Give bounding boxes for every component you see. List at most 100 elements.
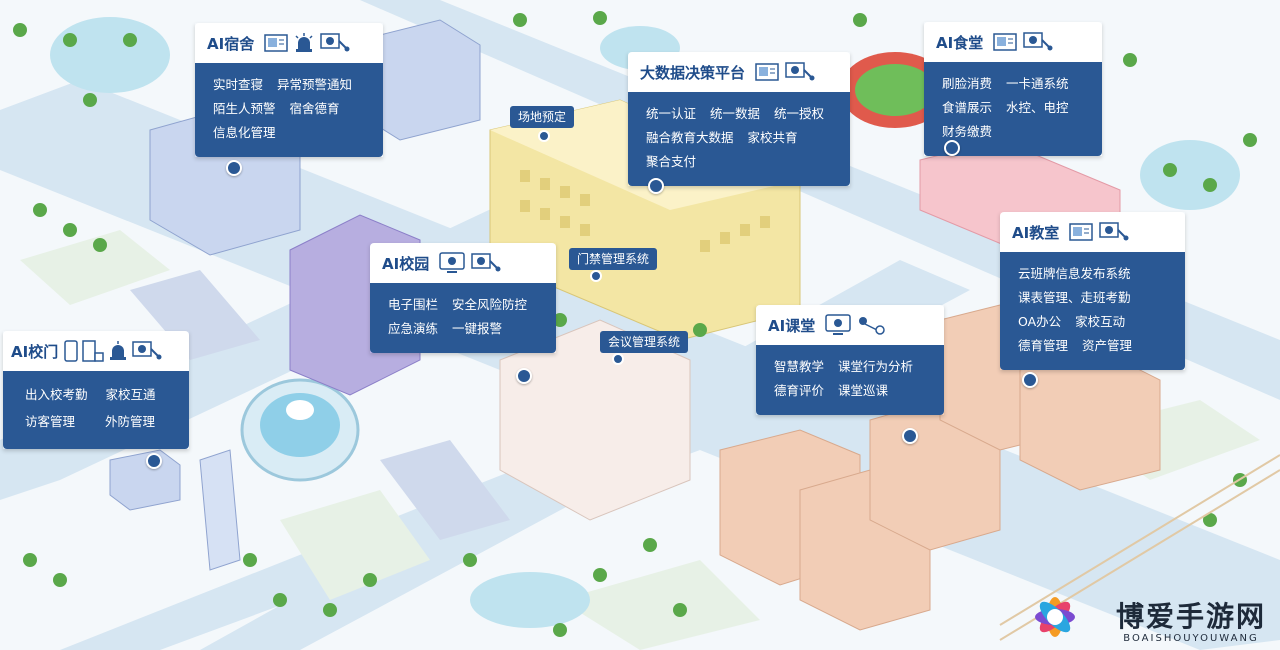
panel-ai-classroom[interactable]: AI教室 云班牌信息发布系统 课表管理、走班考勤 OA办公家校互动 德育管理资产… [1000, 212, 1185, 370]
panel-ai-canteen-title: AI食堂 [936, 33, 984, 52]
tag-pin [612, 353, 624, 365]
panel-ai-lesson-body: 智慧教学课堂行为分析 德育评价课堂巡课 [756, 345, 944, 415]
panel-ai-lesson-title: AI课堂 [768, 316, 816, 335]
meeting-building [499, 319, 691, 521]
panel-ai-campus-body: 电子围栏安全风险防控 应急演练一键报警 [370, 283, 556, 353]
brand-name: 博爱手游网 [1115, 600, 1266, 633]
location-pin [516, 368, 532, 384]
feature-item: 云班牌信息发布系统 [1018, 266, 1131, 281]
feature-item: 应急演练 [388, 321, 439, 336]
panel-bigdata[interactable]: 大数据决策平台 统一认证统一数据统一授权 融合教育大数据家校共育 聚合支付 [628, 52, 850, 186]
feature-item: 课表管理、走班考勤 [1018, 290, 1131, 305]
panel-ai-gate-header: AI校门 [3, 331, 189, 371]
panel-row: 实时查寝异常预警通知 [213, 73, 365, 97]
feature-item: 信息化管理 [213, 125, 276, 140]
alarm-light-icon [295, 33, 313, 52]
feature-item: 资产管理 [1082, 338, 1133, 353]
tag-access-control[interactable]: 门禁管理系统 [569, 248, 658, 270]
feature-item: 德育评价 [774, 383, 825, 398]
feature-item: OA办公 [1018, 314, 1062, 329]
location-pin [1022, 372, 1038, 388]
feature-item: 统一认证 [646, 106, 697, 121]
panel-ai-classroom-title: AI教室 [1012, 223, 1060, 242]
feature-item: 陌生人预警 [213, 101, 276, 116]
feature-item: 家校互通 [105, 387, 156, 402]
tag-venue-booking[interactable]: 场地预定 [510, 106, 575, 128]
feature-item: 德育管理 [1018, 338, 1069, 353]
panel-ai-canteen-header: AI食堂 [924, 22, 1102, 62]
panel-row: 应急演练一键报警 [388, 317, 538, 341]
panel-row: 聚合支付 [646, 150, 832, 174]
feature-item: 家校互动 [1075, 314, 1126, 329]
camera-icon [132, 341, 162, 360]
feature-item: 家校共育 [747, 130, 798, 145]
tag-meeting-system[interactable]: 会议管理系统 [600, 331, 689, 353]
panel-row: 信息化管理 [213, 121, 365, 145]
feature-item: 一卡通系统 [1006, 76, 1069, 91]
panel-ai-classroom-body: 云班牌信息发布系统 课表管理、走班考勤 OA办公家校互动 德育管理资产管理 [1000, 252, 1185, 370]
panel-ai-dorm-header: AI宿舍 [195, 23, 383, 63]
panel-ai-classroom-header: AI教室 [1000, 212, 1185, 252]
feature-item: 融合教育大数据 [646, 130, 734, 145]
panel-row: 陌生人预警宿舍德育 [213, 97, 365, 121]
panel-row: 融合教育大数据家校共育 [646, 126, 832, 150]
alarm-light-icon [110, 341, 127, 360]
panel-ai-campus-header: AI校园 [370, 243, 556, 283]
tag-pin [590, 270, 602, 282]
camera-icon [320, 33, 350, 52]
sensor-icon [859, 317, 885, 335]
panel-ai-gate-body: 出入校考勤 家校互通 访客管理外防管理 [3, 371, 189, 449]
location-pin [146, 453, 162, 469]
feature-item: 统一授权 [774, 106, 825, 121]
phone-icon [64, 340, 78, 362]
camera-icon [1023, 32, 1053, 51]
monitor-icon [825, 314, 851, 335]
panel-row: 食谱展示水控、电控 [942, 96, 1084, 120]
brand-watermark: 博爱手游网 BOAISHOUYOUWANG [1115, 600, 1266, 645]
feature-item: 电子围栏 [388, 297, 439, 312]
panel-row: 电子围栏安全风险防控 [388, 293, 538, 317]
tag-pin [538, 130, 550, 142]
fountain [240, 378, 360, 482]
panel-row: 访客管理外防管理 [25, 408, 167, 435]
panel-ai-campus[interactable]: AI校园 电子围栏安全风险防控 应急演练一键报警 [370, 243, 556, 353]
panel-row: OA办公家校互动 [1018, 310, 1167, 334]
camera-icon [1099, 222, 1129, 241]
panel-ai-campus-title: AI校园 [382, 254, 430, 273]
panel-row: 课表管理、走班考勤 [1018, 286, 1167, 310]
feature-item: 出入校考勤 [25, 387, 88, 402]
brand-flower-logo [1035, 597, 1075, 637]
panel-row: 统一认证统一数据统一授权 [646, 102, 832, 126]
screen-icon [755, 63, 779, 81]
panel-ai-gate[interactable]: AI校门 出入校考勤 家校互通 访客管理外防管理 [3, 331, 189, 449]
panel-bigdata-body: 统一认证统一数据统一授权 融合教育大数据家校共育 聚合支付 [628, 92, 850, 186]
feature-item: 外防管理 [105, 414, 156, 429]
screen-icon [1069, 223, 1093, 241]
panel-row: 德育评价课堂巡课 [774, 379, 926, 403]
feature-item: 异常预警通知 [277, 77, 353, 92]
panel-row: 财务缴费 [942, 120, 1084, 144]
camera-icon [785, 62, 815, 81]
feature-item: 宿舍德育 [289, 101, 340, 116]
trees [13, 11, 1257, 637]
panel-row: 刷脸消费一卡通系统 [942, 72, 1084, 96]
panel-ai-dorm-title: AI宿舍 [207, 34, 255, 53]
location-pin [944, 140, 960, 156]
feature-item: 财务缴费 [942, 124, 993, 139]
monitor-icon [439, 252, 465, 273]
screen-icon [993, 33, 1017, 51]
feature-item: 刷脸消费 [942, 76, 993, 91]
panel-bigdata-title: 大数据决策平台 [640, 63, 746, 82]
panel-ai-lesson[interactable]: AI课堂 智慧教学课堂行为分析 德育评价课堂巡课 [756, 305, 944, 415]
panel-row: 德育管理资产管理 [1018, 334, 1167, 358]
panel-row: 出入校考勤 家校互通 [25, 381, 167, 408]
panel-ai-canteen[interactable]: AI食堂 刷脸消费一卡通系统 食谱展示水控、电控 财务缴费 [924, 22, 1102, 156]
location-pin [226, 160, 242, 176]
feature-item: 安全风险防控 [452, 297, 528, 312]
screen-icon [264, 34, 288, 52]
panel-ai-dorm[interactable]: AI宿舍 实时查寝异常预警通知 陌生人预警宿舍德育 信息化管理 [195, 23, 383, 157]
feature-item: 实时查寝 [213, 77, 264, 92]
panel-ai-dorm-body: 实时查寝异常预警通知 陌生人预警宿舍德育 信息化管理 [195, 63, 383, 157]
school-gate [109, 449, 241, 571]
feature-item: 一键报警 [452, 321, 503, 336]
